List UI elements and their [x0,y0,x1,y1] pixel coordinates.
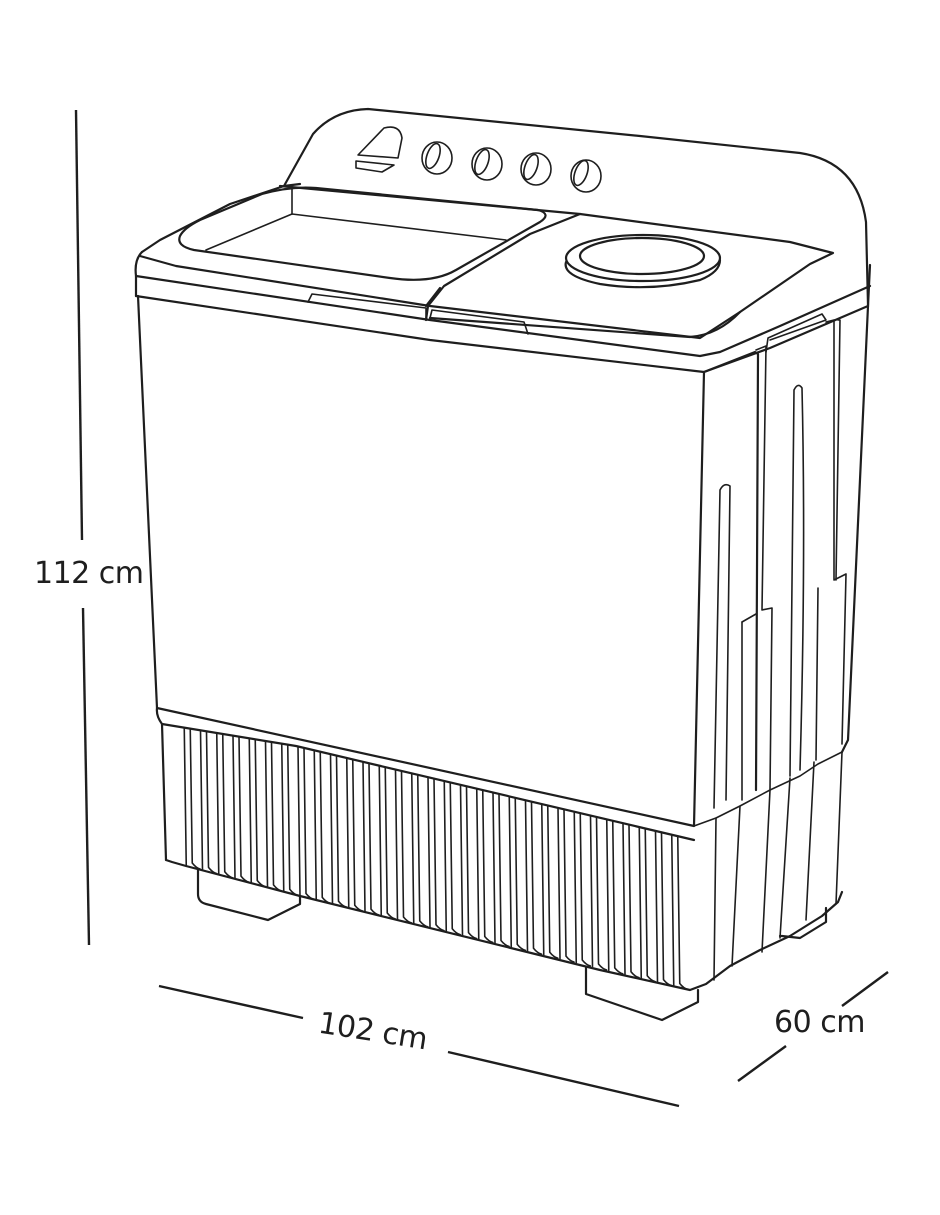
depth-label: 60 cm [774,1005,865,1040]
skirt-slat [459,784,478,940]
washer-lid-window [205,213,507,251]
skirt-slat [394,768,413,924]
skirt-slat [264,740,283,892]
spinner-lid-ring-base [564,258,722,289]
lid-divider [424,212,582,322]
feet [196,868,828,1022]
side-rib-7 [815,587,819,761]
side-skirt-slat-1 [713,817,717,981]
skirt-slat [524,799,543,956]
depth-dimension-line-top [841,971,889,1007]
foot-front-left [196,868,302,922]
lever-base [355,160,395,173]
spinner-lid-handle [429,309,529,335]
skirt-slat [410,772,429,928]
skirt-slat [313,749,332,905]
skirt-slat [427,776,445,932]
skirt-slat [248,737,267,888]
skirt-slat [638,826,657,983]
skirt-slat [443,780,462,936]
side-rib-9 [741,613,757,623]
skirt-slat [622,822,640,979]
top-right-corner-edge [866,263,872,308]
front-panel [136,294,706,828]
front-panel-base-band [155,706,696,842]
height-dimension-line-top [74,109,84,541]
side-skirt-slat-5 [805,761,815,921]
top-front-edge [138,254,742,340]
skirt-slat [475,787,494,944]
width-dimension-line-left [158,984,304,1020]
foot-back-right [778,906,828,940]
skirt-slat [183,726,202,871]
top-section [134,182,872,374]
skirt-slat [540,803,559,959]
skirt-slat [557,807,575,963]
washer-lid-handle [307,293,427,321]
lever-icon [357,126,403,159]
control-knob-3 [520,152,552,186]
skirt-slat [654,830,673,987]
side-skirt-slat-4 [779,777,791,939]
side-back-edge [840,304,870,754]
panel-top-edge [278,184,835,339]
skirt-slat [492,791,510,948]
height-label: 112 cm [34,556,144,591]
top-front-band-upper [134,274,872,358]
skirt-slat [232,734,250,884]
foot-front-right [584,966,700,1022]
skirt-slat [508,795,527,952]
side-rib-2 [755,345,773,791]
dimension-lines [74,109,889,1108]
side-rib-3 [765,313,827,353]
skirt-slat [329,753,348,909]
control-panel-outline [282,107,870,307]
right-side-panel [702,350,760,792]
skirt-slats [183,726,689,991]
top-front-lip [134,250,144,298]
skirt-slat [589,814,608,971]
main-body [136,294,870,842]
side-skirt-slat-3 [761,789,771,953]
side-skirt-slat-2 [731,805,741,967]
skirt-slat [605,818,624,975]
skirt-left-edge [160,722,168,862]
side-rib-5 [825,319,847,745]
control-knob-4 [570,159,602,193]
skirt-slat [297,745,315,901]
base-skirt [160,722,844,992]
spinner-lid-inner [578,236,706,276]
skirt-slat [280,742,299,897]
skirt-slat [345,757,364,912]
control-knob-1 [421,141,453,175]
skirt-slat [378,764,397,920]
side-skirt-slat-6 [835,751,843,905]
control-knob-2 [471,147,503,181]
skirt-slat [573,810,592,967]
width-dimension-line-right [447,1050,680,1108]
spinner-lid-ring [564,233,722,283]
side-rib-4 [789,384,805,777]
side-rib-1 [713,483,731,809]
side-rib-6 [835,319,841,581]
top-rim [140,182,302,254]
height-dimension-line-bottom [81,607,91,946]
skirt-slat [362,761,380,916]
skirt-slat [670,833,689,991]
skirt-slat [215,732,234,879]
lid-divider-inner [424,286,442,308]
skirt-slat [199,729,218,875]
washer-lid [178,186,547,281]
depth-dimension-line-bottom [737,1045,787,1082]
